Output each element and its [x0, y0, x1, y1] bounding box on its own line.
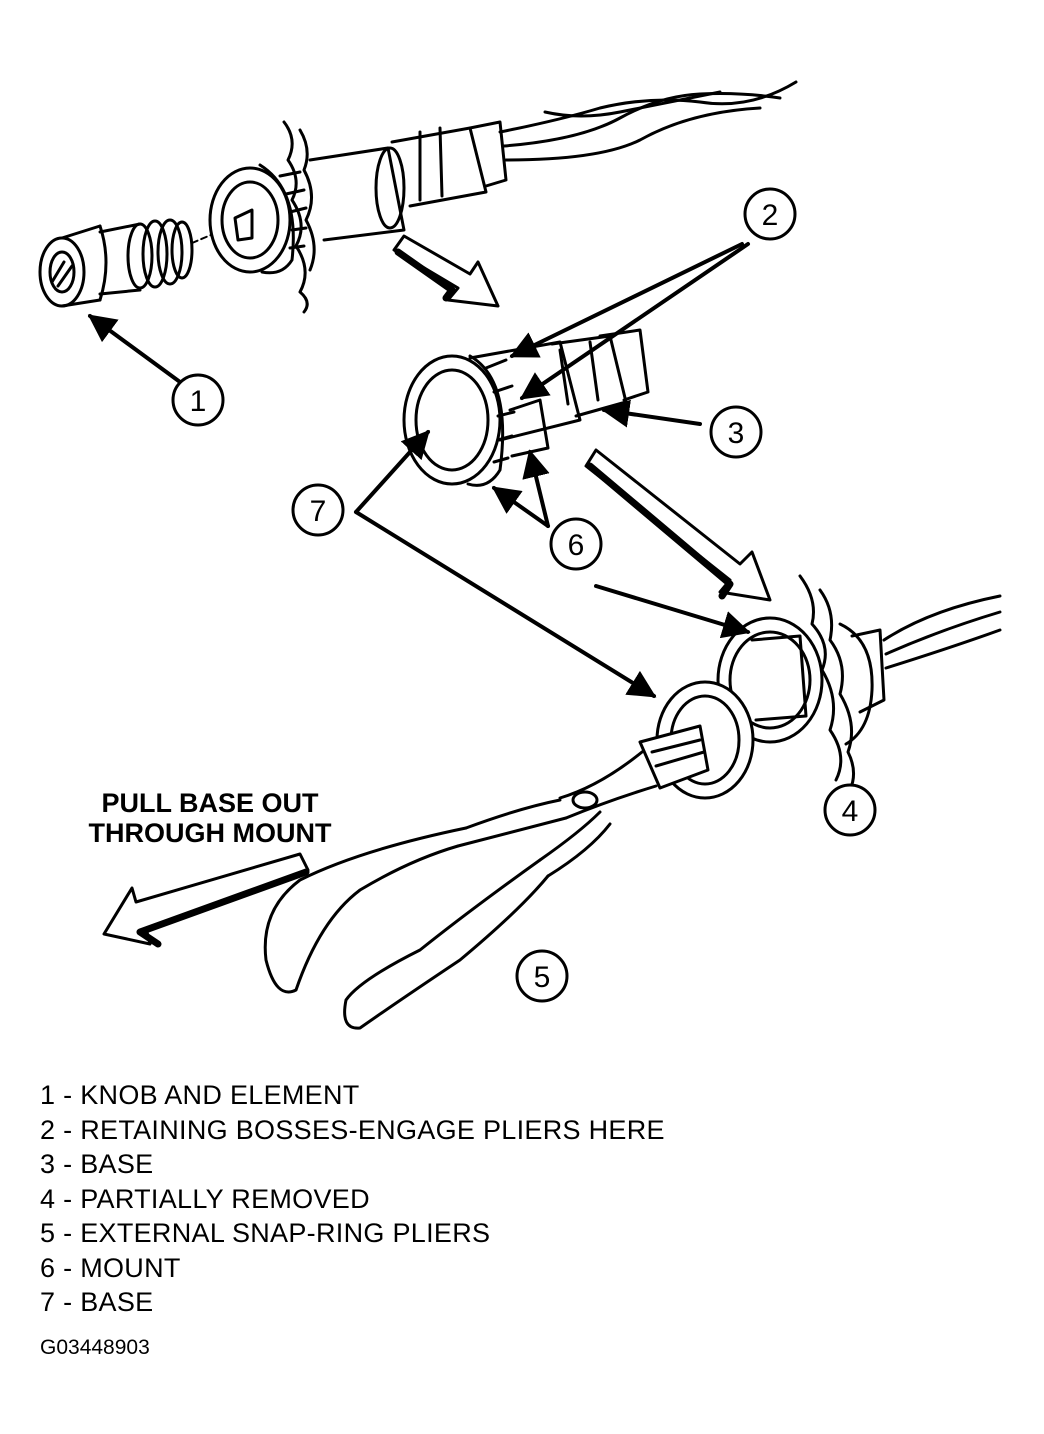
- dash-panel-top: [282, 120, 316, 314]
- legend-item: 3 - BASE: [40, 1149, 154, 1179]
- direction-arrow-top: [392, 234, 500, 308]
- callout-7: 7: [291, 483, 345, 537]
- svg-text:1: 1: [190, 385, 207, 418]
- legend-item: 4 - PARTIALLY REMOVED: [40, 1183, 370, 1214]
- callout-4: 4: [823, 783, 877, 837]
- receptacle-top: [308, 120, 508, 242]
- callout-3: 3: [709, 405, 763, 459]
- legend-item: 6 - MOUNT: [40, 1252, 181, 1283]
- svg-text:6: 6: [568, 529, 585, 562]
- svg-text:7: 7: [310, 495, 327, 528]
- svg-text:2: 2: [762, 199, 779, 232]
- legend-item: 7 - BASE: [40, 1287, 154, 1317]
- callout-2: 2: [743, 187, 797, 241]
- cigar-lighter-removal-diagram: 1 2 3 4 5 6 7 PULL BASE OUT THROUGH MOUN…: [38, 80, 1002, 1030]
- snap-ring-pliers: [263, 724, 710, 1030]
- svg-text:5: 5: [534, 961, 551, 994]
- svg-text:4: 4: [842, 795, 859, 828]
- callout-6: 6: [549, 517, 603, 571]
- figure-code: G03448903: [40, 1336, 150, 1359]
- instruction-line-1: PULL BASE OUT: [101, 788, 319, 818]
- direction-arrow-pull: [102, 852, 310, 948]
- wires-top: [498, 80, 798, 162]
- legend-item: 5 - EXTERNAL SNAP-RING PLIERS: [40, 1218, 491, 1248]
- callout-1: 1: [171, 373, 225, 427]
- legend-item: 2 - RETAINING BOSSES-ENGAGE PLIERS HERE: [40, 1114, 665, 1145]
- callout-5: 5: [515, 949, 569, 1003]
- leader-lines: [87, 242, 751, 698]
- legend-item: 1 - KNOB AND ELEMENT: [40, 1080, 360, 1110]
- instruction-line-2: THROUGH MOUNT: [89, 818, 332, 848]
- knob-and-element-part: [38, 218, 233, 308]
- direction-arrow-middle: [584, 448, 772, 602]
- mount-ring-part: [208, 163, 308, 275]
- svg-text:3: 3: [728, 417, 745, 450]
- wires-bottom: [882, 594, 1002, 670]
- parts-legend: 1 - KNOB AND ELEMENT 2 - RETAINING BOSSE…: [40, 1078, 1000, 1320]
